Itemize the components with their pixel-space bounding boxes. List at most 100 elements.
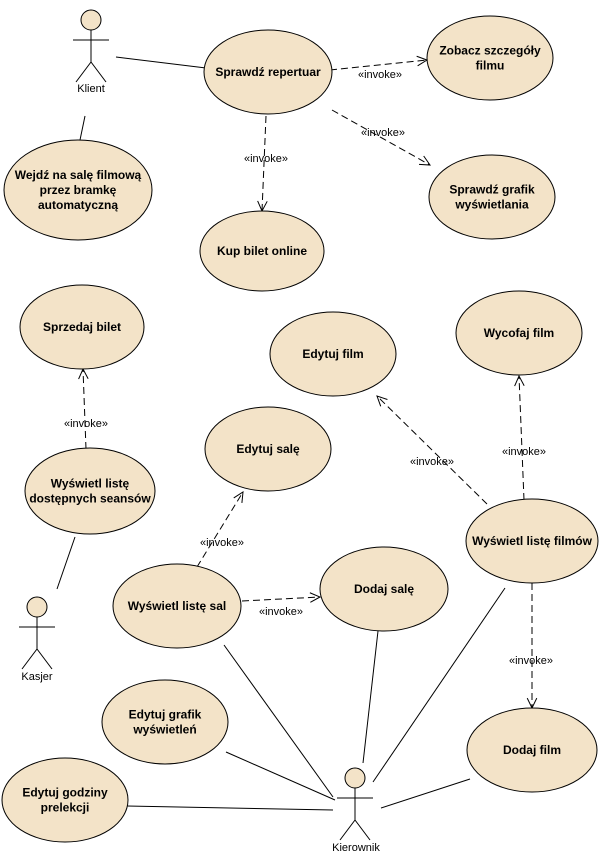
usecase-label: Dodaj film bbox=[503, 743, 561, 757]
usecase-label: Sprawdź grafik bbox=[449, 183, 535, 197]
usecase-layer: Sprawdź repertuar Zobacz szczegółyfilmuWe… bbox=[1, 15, 599, 843]
invoke-stereotype: «invoke» bbox=[244, 153, 288, 165]
usecase-wycofaj-film[interactable]: Wycofaj film bbox=[455, 290, 583, 376]
arrowhead bbox=[376, 395, 388, 407]
usecase-label: Kup bilet online bbox=[217, 244, 307, 258]
invoke-line bbox=[518, 375, 525, 501]
invoke-dependency-wyswietl-seanse-to-sprzedaj-bilet: «invoke» bbox=[64, 367, 108, 450]
invoke-dependency-sprawdz-repertuar-to-sprawdz-grafik: «invoke» bbox=[331, 109, 432, 166]
usecase-dodaj-sale[interactable]: Dodaj salę bbox=[319, 546, 449, 632]
usecase-edytuj-sale[interactable]: Edytuj salę bbox=[204, 406, 332, 492]
invoke-stereotype: «invoke» bbox=[64, 418, 108, 430]
actor-kasjer[interactable]: Kasjer bbox=[19, 596, 55, 683]
usecase-ellipse bbox=[319, 546, 449, 632]
usecase-kup-bilet[interactable]: Kup bilet online bbox=[199, 210, 325, 292]
invoke-stereotype: «invoke» bbox=[259, 606, 303, 618]
association-klient-sprawdz-repertuar bbox=[115, 56, 207, 69]
association-klient-wejdz-na-sale bbox=[79, 115, 86, 141]
association-kierownik-dodaj-sale bbox=[362, 630, 379, 764]
invoke-stereotype: «invoke» bbox=[509, 655, 553, 667]
arrowhead bbox=[514, 374, 525, 387]
usecase-sprzedaj-bilet[interactable]: Sprzedaj bilet bbox=[19, 284, 145, 370]
usecase-ellipse bbox=[24, 447, 156, 535]
usecase-ellipse bbox=[426, 15, 554, 101]
usecase-ellipse bbox=[112, 563, 242, 649]
stick-figure-icon bbox=[73, 9, 109, 83]
association-kierownik-wyswietl-filmy bbox=[372, 587, 506, 783]
arrowhead bbox=[309, 592, 322, 603]
usecase-label: Wyświetl listę filmów bbox=[472, 534, 592, 548]
usecase-label: Edytuj salę bbox=[236, 442, 300, 456]
invoke-dependency-sprawdz-repertuar-to-zobacz-szczegoly: «invoke» bbox=[329, 55, 429, 81]
association-layer bbox=[56, 56, 506, 811]
invoke-line bbox=[376, 395, 488, 505]
usecase-wyswietl-filmy[interactable]: Wyświetl listę filmów bbox=[465, 498, 599, 584]
invoke-dependency-wyswietl-sale-to-dodaj-sale: «invoke» bbox=[241, 592, 322, 618]
invoke-dependency-wyswietl-filmy-to-edytuj-film: «invoke» bbox=[376, 395, 488, 505]
usecase-label: wyświetlania bbox=[454, 198, 529, 212]
invoke-dependency-wyswietl-sale-to-edytuj-sale: «invoke» bbox=[196, 491, 244, 568]
usecase-label: dostępnych seansów bbox=[29, 492, 151, 506]
arrowhead bbox=[233, 491, 244, 503]
usecase-ellipse bbox=[199, 210, 325, 292]
invoke-line bbox=[82, 368, 87, 450]
usecase-label: przez bramkę bbox=[40, 183, 117, 197]
invoke-line bbox=[261, 115, 267, 212]
usecase-ellipse bbox=[203, 29, 333, 115]
usecase-ellipse bbox=[269, 311, 397, 397]
usecase-label: Wyświetl listę sal bbox=[128, 599, 227, 613]
stick-figure-icon bbox=[19, 596, 55, 670]
invoke-line bbox=[241, 596, 321, 602]
usecase-label: prelekcji bbox=[41, 801, 90, 815]
invoke-stereotype: «invoke» bbox=[358, 69, 402, 81]
invoke-stereotype: «invoke» bbox=[361, 127, 405, 139]
usecase-ellipse bbox=[465, 498, 599, 584]
association-kierownik-dodaj-film bbox=[380, 778, 471, 809]
association-kierownik-wyswietl-sale bbox=[223, 644, 334, 798]
usecase-label: Sprawdź repertuar bbox=[215, 65, 321, 79]
usecase-label: wyświetleń bbox=[132, 723, 196, 737]
actor-name: Kasjer bbox=[21, 671, 53, 683]
usecase-label: Edytuj godziny bbox=[22, 786, 108, 800]
association-kasjer-wyswietl-seanse bbox=[56, 536, 76, 590]
usecase-edytuj-film[interactable]: Edytuj film bbox=[269, 311, 397, 397]
stick-figure-icon bbox=[337, 767, 373, 841]
usecase-ellipse bbox=[19, 284, 145, 370]
usecase-sprawdz-repertuar[interactable]: Sprawdź repertuar bbox=[203, 29, 333, 115]
usecase-dodaj-film[interactable]: Dodaj film bbox=[466, 707, 598, 793]
usecase-ellipse bbox=[3, 139, 153, 241]
invoke-line bbox=[329, 59, 428, 71]
usecase-ellipse bbox=[455, 290, 583, 376]
invoke-dependency-wyswietl-filmy-to-dodaj-film: «invoke» bbox=[509, 583, 553, 710]
usecase-ellipse bbox=[101, 679, 229, 765]
actor-klient[interactable]: Klient bbox=[73, 9, 109, 95]
invoke-stereotype: «invoke» bbox=[200, 537, 244, 549]
association-kierownik-edytuj-grafik bbox=[225, 751, 336, 801]
arrowhead bbox=[418, 155, 432, 166]
usecase-ellipse bbox=[1, 757, 129, 843]
usecase-wyswietl-sale[interactable]: Wyświetl listę sal bbox=[112, 563, 242, 649]
actor-kierownik[interactable]: Kierownik bbox=[332, 767, 380, 854]
usecase-label: Zobacz szczegóły bbox=[439, 44, 541, 58]
usecase-label: automatyczną bbox=[38, 198, 118, 212]
invoke-dependency-sprawdz-repertuar-to-kup-bilet: «invoke» bbox=[244, 115, 288, 213]
invoke-stereotype: «invoke» bbox=[502, 446, 546, 458]
usecase-label: Edytuj grafik bbox=[129, 708, 202, 722]
actor-name: Kierownik bbox=[332, 842, 380, 854]
usecase-label: Wyświetl listę bbox=[51, 477, 130, 491]
usecase-label: Wycofaj film bbox=[484, 326, 554, 340]
usecase-ellipse bbox=[466, 707, 598, 793]
usecase-label: filmu bbox=[476, 59, 505, 73]
invoke-dependency-wyswietl-filmy-to-wycofaj-film: «invoke» bbox=[502, 374, 546, 501]
association-kierownik-edytuj-godziny bbox=[125, 805, 334, 811]
usecase-ellipse bbox=[428, 154, 556, 240]
invoke-stereotype: «invoke» bbox=[410, 456, 454, 468]
